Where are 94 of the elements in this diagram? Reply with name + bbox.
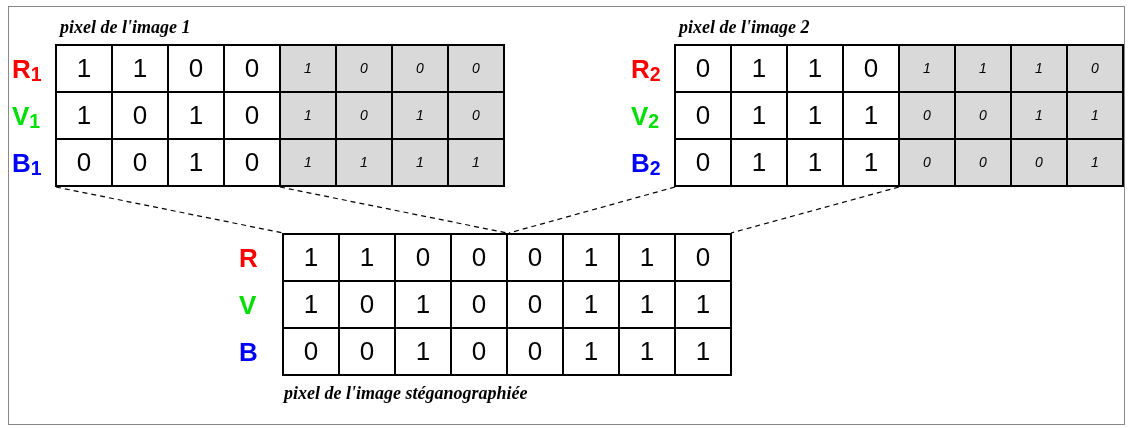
bit-cell: 1 — [620, 282, 674, 327]
bit-cell: 0 — [452, 235, 506, 280]
bit-cell: 0 — [956, 93, 1010, 138]
bit-cell: 0 — [452, 282, 506, 327]
table-title: pixel de l'image stéganographiée — [282, 381, 529, 405]
bit-cell: 0 — [508, 329, 562, 374]
table-title: pixel de l'image 2 — [677, 15, 811, 39]
bit-cell: 1 — [1012, 46, 1066, 91]
bit-cell: 1 — [788, 46, 842, 91]
bit-cell: 0 — [337, 93, 391, 138]
bit-cell: 0 — [900, 140, 954, 185]
bit-cell: 1 — [732, 93, 786, 138]
bit-cell: 0 — [225, 46, 279, 91]
dashed-line — [279, 186, 508, 234]
channel-label: V$_{2}$ — [631, 100, 661, 135]
bit-cell: 1 — [393, 93, 447, 138]
bit-cell: 0 — [508, 282, 562, 327]
bit-cell: 0 — [340, 282, 394, 327]
bit-group — [674, 44, 900, 187]
bit-cell: 1 — [281, 140, 335, 185]
bit-cell: 0 — [844, 46, 898, 91]
bit-cell: 1 — [844, 140, 898, 185]
bit-cell: 0 — [1068, 46, 1122, 91]
bit-cell: 1 — [620, 235, 674, 280]
bit-cell: 0 — [225, 93, 279, 138]
bit-cell: 0 — [676, 140, 730, 185]
bit-cell: 0 — [169, 46, 223, 91]
dashed-line — [730, 186, 900, 234]
bit-cell: 0 — [393, 46, 447, 91]
bit-group — [281, 44, 505, 187]
bit-cell: 0 — [337, 46, 391, 91]
bit-cell: 1 — [1068, 93, 1122, 138]
channel-label: B$_{1}$ — [12, 147, 43, 182]
bit-cell: 1 — [281, 46, 335, 91]
bit-cell: 1 — [396, 282, 450, 327]
bit-group — [55, 44, 281, 187]
bit-cell: 0 — [57, 140, 111, 185]
bit-cell: 1 — [564, 282, 618, 327]
bit-cell: 0 — [676, 235, 730, 280]
bit-cell: 0 — [225, 140, 279, 185]
channel-label: B$_{2}$ — [631, 147, 662, 182]
table-title: pixel de l'image 1 — [58, 15, 192, 39]
bit-cell: 1 — [732, 140, 786, 185]
bit-cell: 0 — [676, 93, 730, 138]
bit-cell: 1 — [1068, 140, 1122, 185]
dashed-line — [55, 186, 284, 234]
bit-cell: 1 — [844, 93, 898, 138]
bit-cell: 1 — [281, 93, 335, 138]
bit-cell: 0 — [449, 93, 503, 138]
bit-cell: 0 — [1012, 140, 1066, 185]
bit-cell: 1 — [284, 235, 338, 280]
bit-cell: 1 — [169, 93, 223, 138]
bit-cell: 1 — [676, 282, 730, 327]
bit-cell: 0 — [452, 329, 506, 374]
bit-cell: 1 — [284, 282, 338, 327]
bit-group — [900, 44, 1124, 187]
bit-cell: 0 — [284, 329, 338, 374]
bit-cell: 1 — [788, 140, 842, 185]
bit-cell: 1 — [956, 46, 1010, 91]
bit-cell: 1 — [449, 140, 503, 185]
bit-cell: 0 — [396, 235, 450, 280]
dashed-line — [508, 186, 676, 234]
bit-cell: 1 — [1012, 93, 1066, 138]
bit-cell: 1 — [788, 93, 842, 138]
bit-cell: 0 — [340, 329, 394, 374]
bit-group — [282, 233, 508, 376]
bit-cell: 1 — [564, 235, 618, 280]
bit-cell: 1 — [900, 46, 954, 91]
bit-cell: 1 — [620, 329, 674, 374]
bit-cell: 0 — [508, 235, 562, 280]
bit-cell: 1 — [169, 140, 223, 185]
bit-cell: 0 — [113, 93, 167, 138]
bit-group — [508, 233, 732, 376]
bit-cell: 0 — [956, 140, 1010, 185]
channel-label: V$_{1}$ — [12, 100, 42, 135]
bit-cell: 0 — [676, 46, 730, 91]
bit-cell: 1 — [393, 140, 447, 185]
channel-label: R$_{1}$ — [12, 53, 43, 88]
channel-label: B — [239, 336, 259, 369]
bit-cell: 1 — [732, 46, 786, 91]
bit-cell: 1 — [564, 329, 618, 374]
bit-cell: 1 — [340, 235, 394, 280]
channel-label: R — [239, 242, 259, 275]
bit-cell: 1 — [57, 93, 111, 138]
bit-cell: 1 — [113, 46, 167, 91]
bit-cell: 1 — [396, 329, 450, 374]
bit-cell: 0 — [900, 93, 954, 138]
bit-cell: 1 — [676, 329, 730, 374]
channel-label: V — [239, 289, 258, 322]
bit-cell: 1 — [337, 140, 391, 185]
bit-cell: 0 — [449, 46, 503, 91]
channel-label: R$_{2}$ — [631, 53, 662, 88]
bit-cell: 0 — [113, 140, 167, 185]
bit-cell: 1 — [57, 46, 111, 91]
